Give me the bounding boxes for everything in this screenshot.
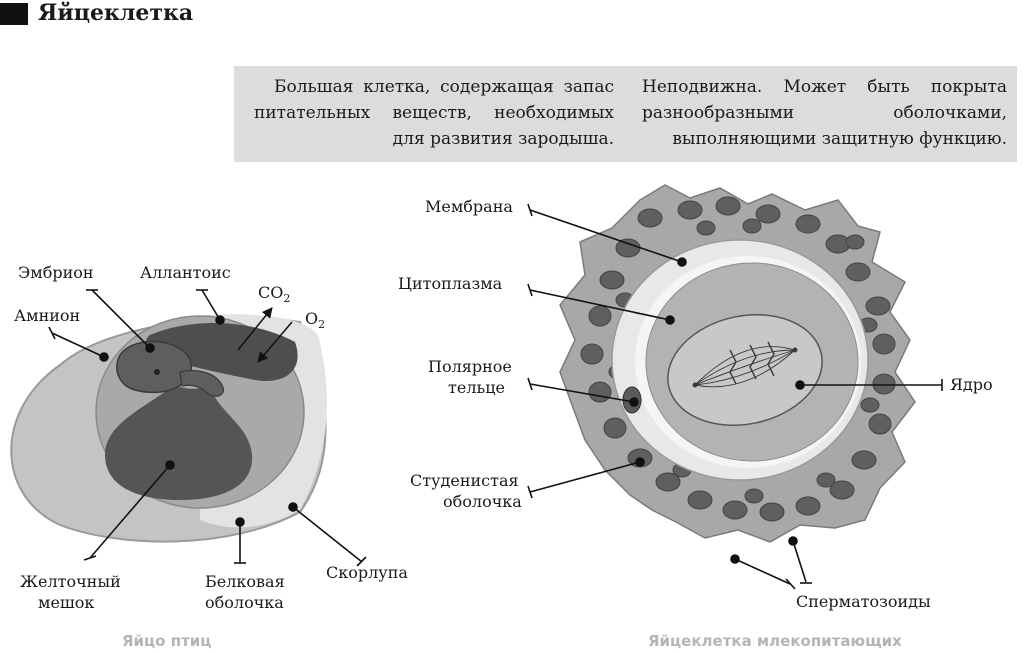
label-polar-body-2: тельце — [448, 378, 505, 397]
label-polar-body-1: Полярное — [428, 357, 512, 376]
mammal-egg-diagram: Мембрана Цитоплазма Полярное тельце Студ… — [398, 185, 993, 650]
label-co2: CO2 — [258, 283, 290, 305]
label-sperm: Сперматозоиды — [796, 592, 931, 611]
label-embryo: Эмбрион — [18, 263, 94, 282]
label-nucleus: Ядро — [950, 375, 993, 394]
caption-mammal-egg: Яйцеклетка млекопитающих — [648, 632, 902, 650]
embryo-eye — [154, 369, 160, 375]
label-cytoplasm: Цитоплазма — [398, 274, 503, 293]
label-shell: Скорлупа — [326, 563, 408, 582]
label-yolk-sac-2: мешок — [38, 593, 94, 612]
label-o2: O2 — [305, 309, 325, 331]
label-amnion: Амнион — [14, 306, 80, 325]
label-allantois: Аллантоис — [140, 263, 231, 282]
sperm-cells — [731, 537, 812, 589]
label-membrane: Мембрана — [425, 197, 513, 216]
label-yolk-sac-1: Желточный — [20, 572, 121, 591]
label-albumen-1: Белковая — [205, 572, 285, 591]
caption-bird-egg: Яйцо птиц — [122, 632, 211, 650]
label-albumen-2: оболочка — [205, 593, 284, 612]
label-zona-2: оболочка — [443, 492, 522, 511]
bird-egg-diagram: Эмбрион Амнион Аллантоис CO2 O2 Желточны… — [11, 263, 408, 650]
label-zona-1: Студенистая — [410, 471, 519, 490]
